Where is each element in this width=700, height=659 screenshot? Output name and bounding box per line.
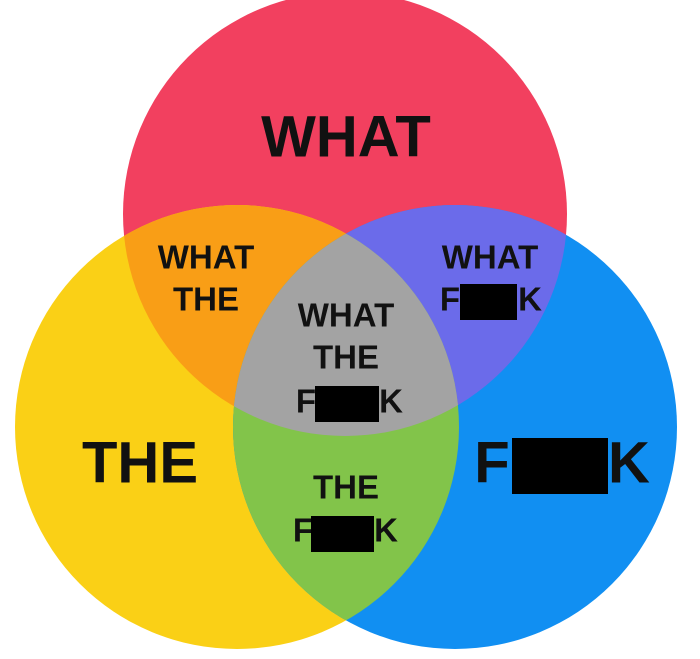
label-right-f: F (474, 430, 509, 495)
label-top-right-k: K (518, 281, 542, 318)
label-left-right-f: F (293, 512, 313, 549)
center-censor-bar (315, 386, 379, 422)
label-right-k: K (608, 430, 650, 495)
label-left-right-the: THE (313, 469, 379, 506)
top-right-censor-bar (460, 284, 517, 320)
label-top-right-f: F (440, 281, 460, 318)
label-left-right-k: K (374, 512, 398, 549)
label-center-the: THE (313, 339, 379, 376)
label-top-what: WHAT (261, 104, 431, 169)
label-top-left-the: THE (173, 281, 239, 318)
left-right-censor-bar (311, 516, 374, 552)
label-center-what: WHAT (298, 297, 395, 334)
label-center-k: K (379, 383, 403, 420)
label-top-right-what: WHAT (442, 239, 539, 276)
label-center-f: F (296, 383, 316, 420)
label-top-left-what: WHAT (158, 239, 255, 276)
label-left-the: THE (82, 430, 198, 495)
right-censor-bar (512, 438, 608, 494)
